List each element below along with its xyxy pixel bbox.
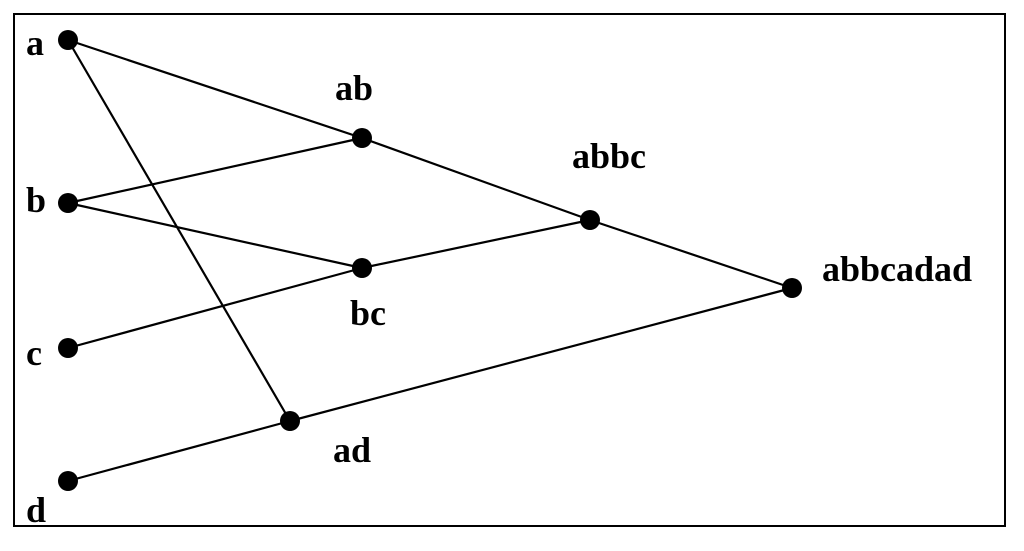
node-label-bc: bc [350,293,386,333]
node-abbcadad [782,278,802,298]
edge-abbc-abbcadad [589,218,793,290]
edge-a-ad [67,39,291,422]
diagram-frame [13,13,1006,527]
edge-bc-abbc [361,218,591,270]
node-label-a: a [26,23,44,63]
edge-d-ad [67,419,291,483]
node-label-b: b [26,180,46,220]
node-label-ab: ab [335,68,373,108]
node-ad [280,411,300,431]
edge-ad-abbcadad [289,286,793,423]
node-label-ad: ad [333,430,371,470]
node-label-c: c [26,333,42,373]
edge-ab-abbc [361,136,591,222]
node-abbc [580,210,600,230]
node-a [58,30,78,50]
node-bc [352,258,372,278]
node-d [58,471,78,491]
edge-b-bc [67,201,363,270]
node-c [58,338,78,358]
node-label-d: d [26,490,46,530]
nodes-layer [58,30,802,491]
edge-a-ab [67,38,363,140]
node-ab [352,128,372,148]
node-b [58,193,78,213]
node-label-abbc: abbc [572,136,646,176]
edge-b-ab [67,136,363,205]
edge-c-bc [67,266,363,350]
node-label-abbcadad: abbcadad [822,249,972,289]
edges-layer [67,38,793,483]
